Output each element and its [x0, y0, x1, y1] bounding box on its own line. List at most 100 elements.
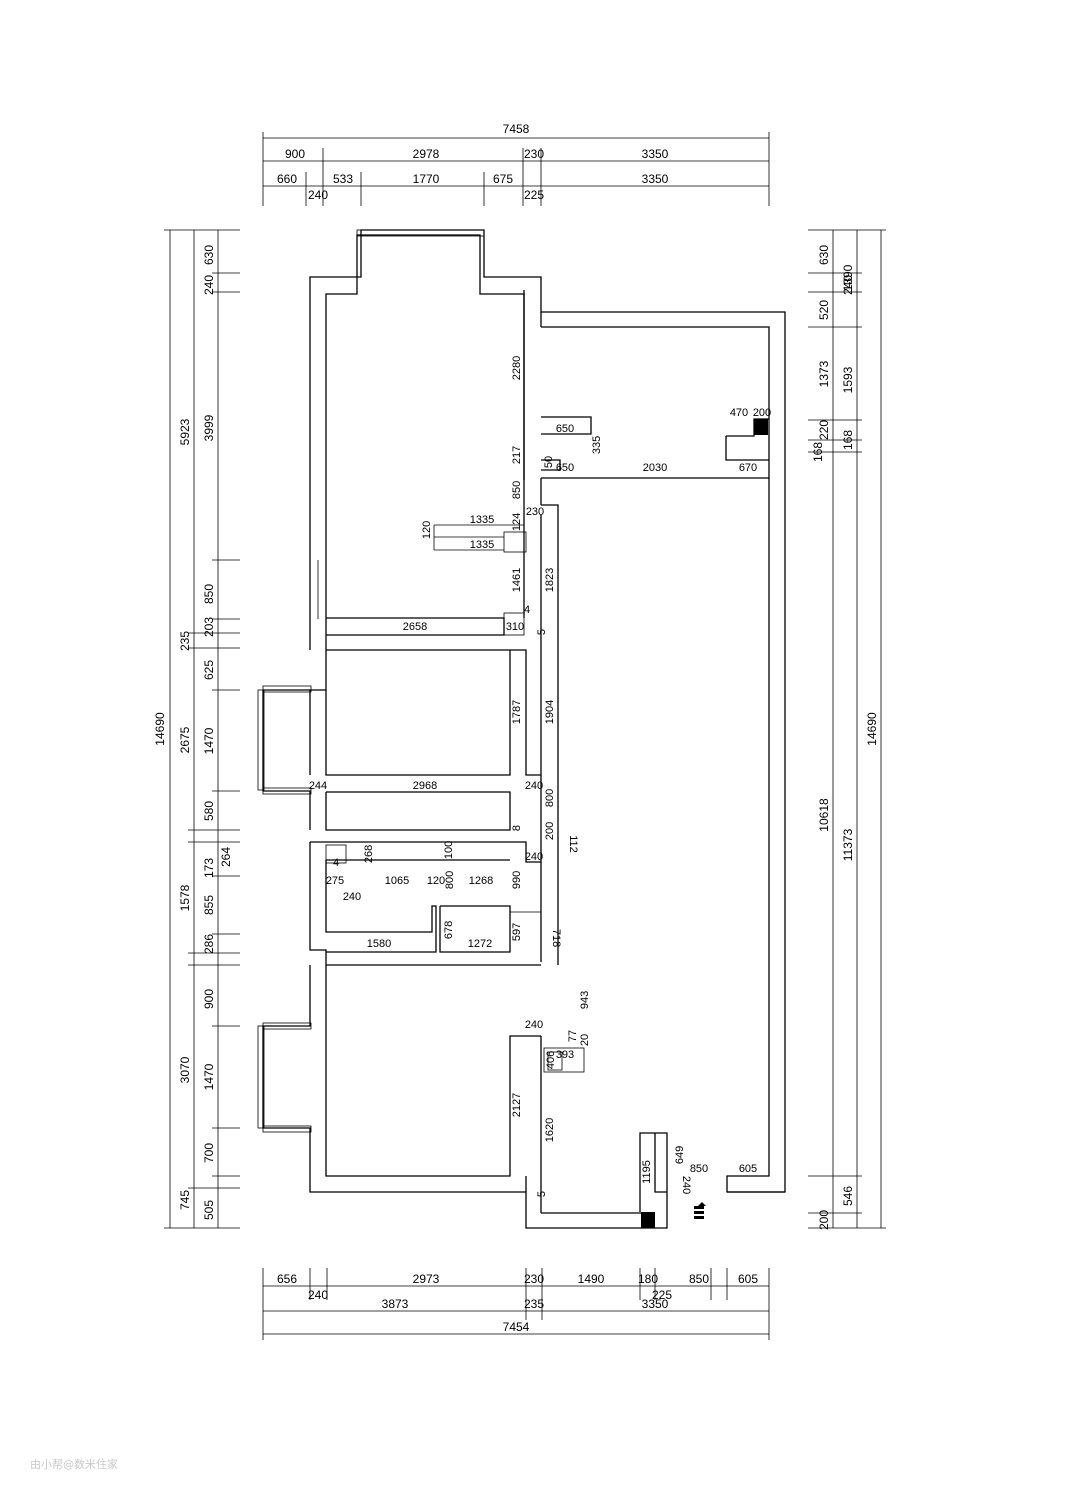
right-col2-dim-4: 168	[841, 430, 855, 450]
top-total-dim: 7458	[503, 122, 530, 136]
top-row2-sub-2: 225	[524, 188, 544, 202]
left-inner-dim-8: 580	[202, 801, 216, 821]
left-inner-dim-5: 203	[202, 617, 216, 637]
label-650-b: 650	[556, 462, 574, 474]
label-200-right: 200	[753, 407, 771, 419]
right-col1-dim-1: 630	[817, 245, 831, 265]
left-group-dim-1: 5923	[178, 418, 192, 445]
left-inner-dim-15: 700	[202, 1143, 216, 1163]
left-inner-dim-3: 3999	[202, 414, 216, 441]
top-row2-dim-4: 675	[493, 172, 513, 186]
label-2030: 2030	[643, 462, 667, 474]
top-row2-dim-3: 1770	[413, 172, 440, 186]
bottom-row1-dim-1: 656	[277, 1272, 297, 1286]
left-inner-dim-6: 625	[202, 660, 216, 680]
top-row2-sub-1: 240	[308, 188, 328, 202]
top-row2-dim-1: 660	[277, 172, 297, 186]
bottom-row1-dim-6: 850	[689, 1272, 709, 1286]
label-605-entry: 605	[739, 1163, 757, 1175]
label-2280: 2280	[511, 356, 523, 380]
label-77: 77	[567, 1030, 579, 1042]
label-678: 678	[443, 921, 455, 939]
label-718: 718	[550, 929, 562, 947]
label-8: 8	[511, 825, 523, 831]
label-597: 597	[511, 923, 523, 941]
label-406: 406	[545, 1051, 557, 1069]
right-col2-dim-5: 11373	[841, 828, 855, 861]
right-col1-dim-6: 10618	[817, 798, 831, 832]
bottom-row1-dim-7: 605	[738, 1272, 758, 1286]
right-total-dim: 14690	[865, 712, 879, 746]
label-240-bath-b: 240	[525, 851, 543, 863]
label-1195: 1195	[641, 1160, 653, 1184]
label-1620: 1620	[544, 1118, 556, 1142]
bottom-row2-dim-2: 235	[524, 1297, 544, 1311]
right-col1-dim-7: 200	[817, 1210, 831, 1230]
label-1904: 1904	[544, 700, 556, 724]
label-1787: 1787	[511, 700, 523, 724]
left-group-dim-2: 235	[178, 631, 192, 651]
left-group-dim-4: 1578	[178, 884, 192, 911]
label-850-entry: 850	[690, 1163, 708, 1175]
bottom-row2-dim-1: 3873	[382, 1297, 409, 1311]
left-inner-dim-13: 900	[202, 989, 216, 1009]
label-1335-b: 1335	[470, 539, 494, 551]
label-240-entry: 240	[680, 1176, 692, 1194]
label-268: 268	[363, 845, 375, 863]
label-800-bath: 800	[444, 871, 456, 889]
bottom-row1-dim-3: 230	[524, 1272, 544, 1286]
top-row1-dim-4: 3350	[642, 147, 669, 161]
left-inner-dim-7: 1470	[202, 727, 216, 754]
label-649: 649	[674, 1146, 686, 1164]
label-244: 244	[309, 780, 327, 792]
bottom-row1-dim-4: 1490	[578, 1272, 605, 1286]
right-col1-dim-4: 168	[811, 442, 825, 462]
label-2968: 2968	[413, 780, 437, 792]
label-120-bath: 120	[427, 875, 445, 887]
right-col2-dim-3: 1593	[841, 366, 855, 393]
bottom-row1-dim-2: 2973	[413, 1272, 440, 1286]
label-393: 393	[556, 1049, 574, 1061]
top-row1-dim-2: 2978	[413, 147, 440, 161]
left-inner-dim-2: 240	[202, 275, 216, 295]
label-943: 943	[579, 991, 591, 1009]
label-1823: 1823	[544, 568, 556, 592]
label-850-top: 850	[511, 481, 523, 499]
label-100: 100	[443, 841, 455, 859]
right-dimension-lines	[808, 229, 886, 1229]
left-group-dim-6: 745	[178, 1190, 192, 1210]
label-240-bottom: 240	[525, 1019, 543, 1031]
bottom-dimension-lines	[262, 1268, 770, 1340]
label-1580: 1580	[367, 938, 391, 950]
top-row1-dim-3: 230	[524, 147, 544, 161]
left-total-dim: 14690	[153, 712, 167, 746]
right-col1-dim-5: 220	[817, 420, 831, 440]
label-310: 310	[506, 621, 524, 633]
label-990: 990	[511, 871, 523, 889]
top-dimension-lines	[262, 132, 770, 206]
left-inner-dim-10: 264	[219, 847, 233, 867]
left-inner-dim-14: 1470	[202, 1063, 216, 1090]
walls	[257, 229, 786, 1229]
label-1268: 1268	[469, 875, 493, 887]
right-col2-dim-2: 1390	[841, 264, 855, 291]
label-2658: 2658	[403, 621, 427, 633]
label-4-bath: 4	[333, 857, 339, 869]
left-group-dim-5: 3070	[178, 1056, 192, 1083]
bottom-row1-sub-1: 240	[308, 1288, 328, 1302]
left-inner-dim-12: 286	[202, 934, 216, 954]
right-col1-dim-2: 520	[817, 300, 831, 320]
label-1272: 1272	[468, 938, 492, 950]
left-inner-dim-11: 855	[202, 895, 216, 915]
label-124: 124	[511, 513, 523, 531]
label-240-bath-a: 240	[343, 891, 361, 903]
label-335: 335	[591, 436, 603, 454]
label-217: 217	[511, 446, 523, 464]
bottom-total-dim: 7454	[503, 1320, 530, 1334]
left-inner-dim-1: 630	[202, 245, 216, 265]
column-block-2	[641, 1212, 655, 1228]
watermark-text: 由小帮@数米住家	[30, 1458, 118, 1471]
label-670: 670	[739, 462, 757, 474]
left-inner-dim-4: 850	[202, 584, 216, 604]
